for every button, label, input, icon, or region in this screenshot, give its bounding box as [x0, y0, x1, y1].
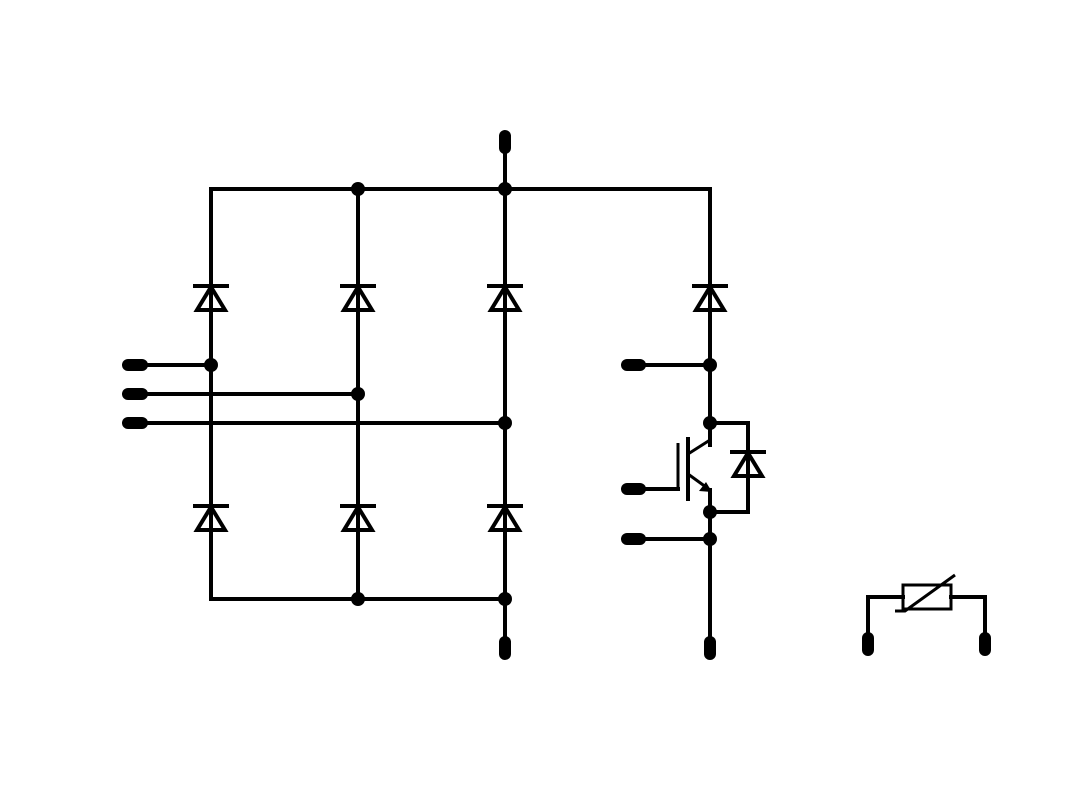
junction-dot — [204, 358, 218, 372]
junction-dot — [498, 416, 512, 430]
diode-lower-1 — [193, 503, 229, 532]
junction-dot — [703, 358, 717, 372]
junction-dot — [351, 182, 365, 196]
igbt-collector — [687, 438, 711, 456]
brake-diode — [692, 283, 728, 312]
junction-dot — [703, 505, 717, 519]
ntc-thermistor — [866, 573, 987, 642]
junction-dot — [703, 532, 717, 546]
igbt-switch — [630, 421, 712, 514]
dc-plus-rail — [209, 187, 712, 298]
junction-dot — [351, 592, 365, 606]
rectifier-wiring — [133, 143, 712, 647]
diode-lower-3 — [487, 503, 523, 532]
junction-dot — [498, 592, 512, 606]
brake-chopper — [630, 283, 766, 647]
diode-upper-3 — [487, 283, 523, 312]
diode-upper-1 — [193, 283, 229, 312]
junction-dot — [498, 182, 512, 196]
ntc-body — [901, 583, 953, 611]
ntc-slash — [895, 573, 956, 613]
ntc-left-wire — [866, 595, 905, 642]
diode-lower-2 — [340, 503, 376, 532]
junction-dots — [204, 182, 717, 606]
junction-dot — [351, 387, 365, 401]
ntc-right-wire — [949, 595, 987, 642]
rectifier-diodes — [193, 283, 523, 532]
freewheel-diode — [730, 449, 766, 478]
freewheel-loop — [708, 421, 750, 514]
terminals — [122, 130, 991, 660]
diode-upper-2 — [340, 283, 376, 312]
junction-dot — [703, 416, 717, 430]
dc-minus-rail — [209, 516, 507, 601]
